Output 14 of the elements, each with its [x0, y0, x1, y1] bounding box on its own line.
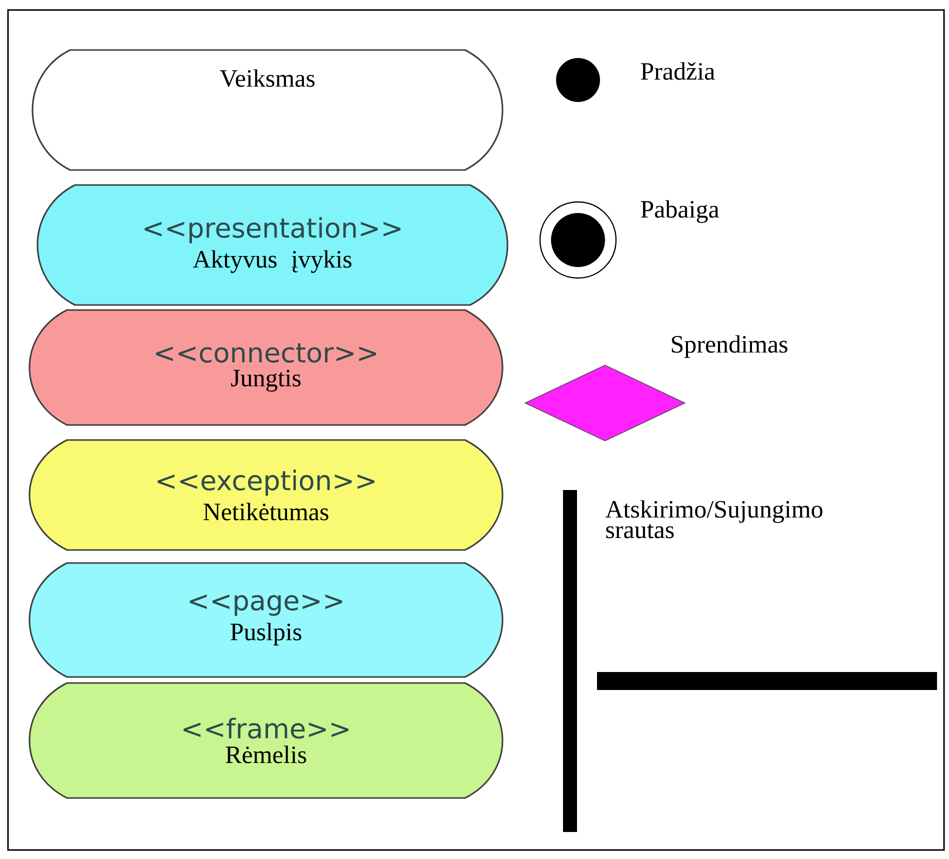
symbol-label: Sprendimas: [672, 335, 788, 358]
activity-box: Veiksmas: [32, 49, 504, 171]
sync-bar: [597, 672, 938, 690]
activity-box: <<page>> Puslpis: [28, 562, 504, 678]
sync-bar: [563, 490, 577, 832]
start-circle: [556, 58, 600, 102]
activity-box: <<connector>> Jungtis: [28, 309, 504, 426]
activity-box: <<frame>> Rėmelis: [28, 682, 504, 799]
activity-box: <<exception>> Netikėtumas: [28, 439, 504, 551]
symbol-label: Atskirimo/Sujungimo srautas: [605, 500, 822, 538]
end-circle: [539, 201, 617, 279]
symbol-label: Pabaiga: [640, 200, 720, 223]
symbol-label: Pradžia: [640, 62, 715, 80]
activity-box: <<presentation>> Aktyvus įvykis: [36, 184, 508, 306]
